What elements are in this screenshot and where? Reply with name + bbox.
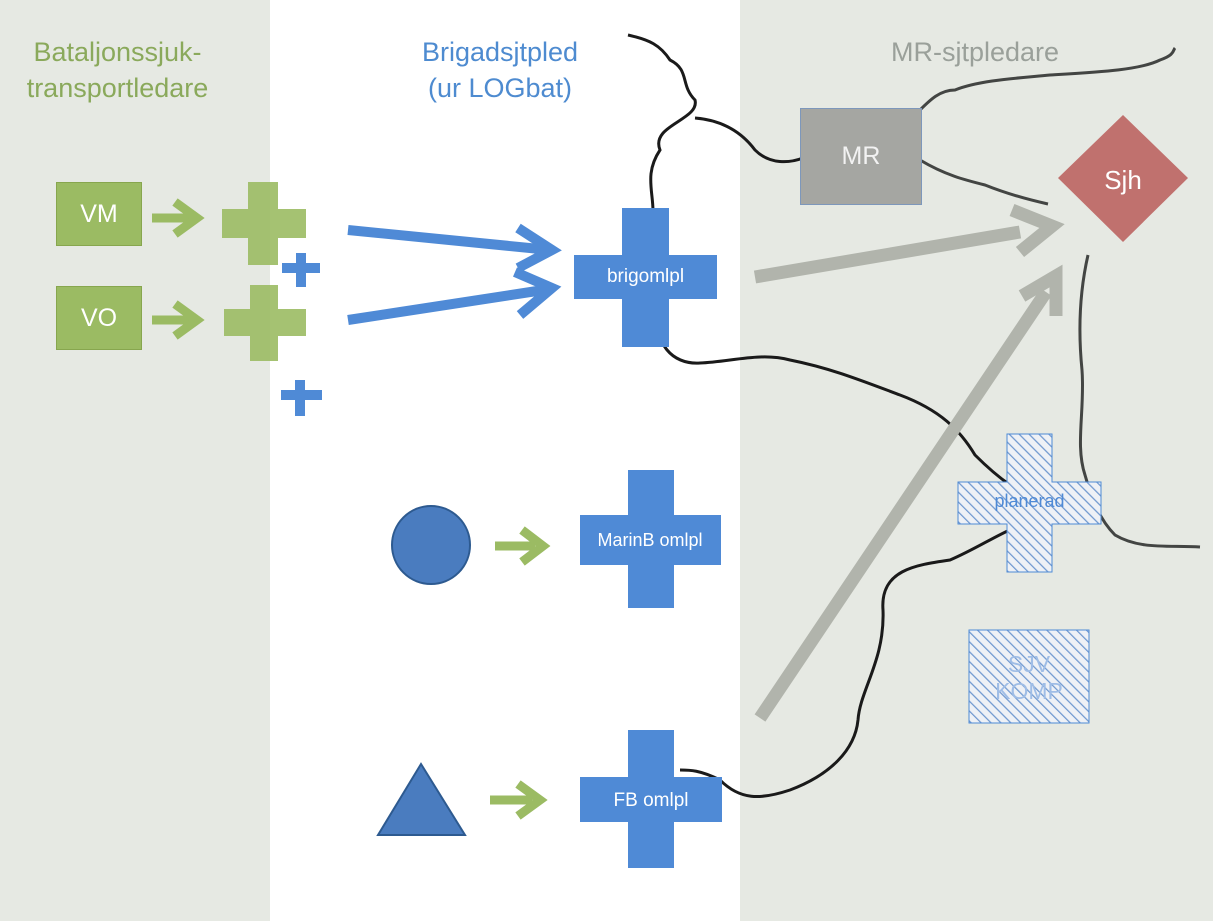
sjh-boundary-line [1078,254,1201,549]
small-plus-icon-1 [282,253,320,287]
marinb-label: MarinB omlpl [597,529,703,550]
sjh-label: Sjh [1104,164,1142,195]
brigade-heading: Brigadsjtpled (ur LOGbat) [421,37,579,103]
battalion-heading: Bataljonssjuk- transportledare [26,37,209,103]
marinb-cross [580,470,721,608]
battalion-cross-upper [222,182,306,265]
mr-box: MR [800,108,922,205]
brigomlpl-cross [574,208,717,347]
arrow-circle-to-marinb [495,526,551,566]
sjv-komp-box [968,629,1090,724]
arrow-vm-to-cross [152,198,205,238]
upper-boundary-line [694,116,804,164]
brigomlpl-label: brigomlpl [606,266,685,287]
battalion-column [0,0,270,921]
arrow-brigomlpl-to-sjh [753,203,1065,284]
vo-label: VO [80,303,118,332]
vm-box: VM [56,182,142,246]
arrow-upper-to-brigomlpl [347,223,562,273]
mr-boundary-line-right [919,158,1049,206]
arrow-triangle-to-fb [490,780,548,820]
vm-label: VM [80,199,118,228]
arrow-vo-to-cross [152,300,205,340]
fb-label: FB omlpl [613,790,689,811]
mr-label: MR [841,142,881,170]
small-plus-icon-2 [281,380,322,416]
vo-box: VO [56,286,142,350]
marinb-unit-circle [391,505,471,585]
arrow-fb-to-sjh [754,264,1063,722]
fb-unit-triangle [376,762,467,836]
sjv-komp-label: SJV KOMP [995,651,1063,704]
fb-cross [580,730,722,868]
planerad-cross [957,433,1102,573]
mr-heading: MR-sjtpledare [890,37,1060,67]
sjh-diamond [1058,115,1188,242]
planerad-label: planerad [994,490,1065,511]
arrow-lower-to-brigomlpl [347,267,562,325]
battalion-cross-lower [224,285,306,361]
mr-boundary-line-top [918,46,1177,112]
